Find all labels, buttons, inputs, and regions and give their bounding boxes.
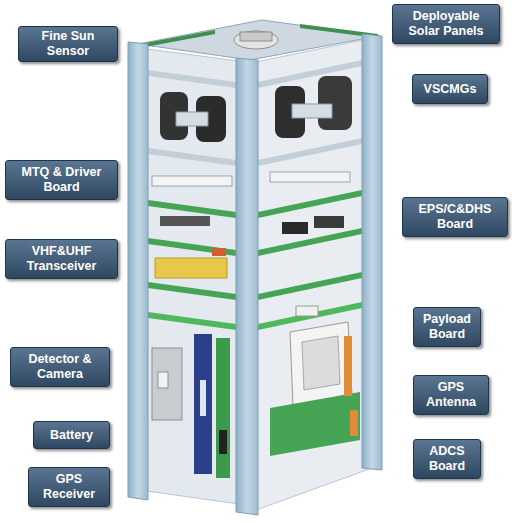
gps-antenna-patch bbox=[302, 336, 340, 390]
callout-box: Detector & Camera bbox=[10, 347, 110, 387]
battery bbox=[194, 334, 212, 474]
sun-sensor bbox=[240, 32, 272, 41]
gps-antenna bbox=[290, 322, 352, 406]
pcb bbox=[148, 238, 236, 256]
callout-label: GPS Receiver bbox=[35, 472, 103, 502]
callout-label: VSCMGs bbox=[424, 82, 477, 97]
tray bbox=[148, 70, 236, 88]
callout-label: EPS/C&DHS Board bbox=[409, 202, 501, 232]
callout-label: GPS Antenna bbox=[420, 380, 482, 410]
pcb bbox=[148, 282, 236, 300]
callout-label: Payload Board bbox=[420, 312, 474, 342]
callout-box: GPS Antenna bbox=[413, 375, 489, 415]
gps-receiver-chip bbox=[219, 430, 227, 454]
detector-camera bbox=[152, 348, 182, 420]
eps-chip bbox=[314, 216, 344, 228]
sun-sensor bbox=[234, 31, 278, 49]
mtq-board bbox=[152, 176, 232, 186]
callout-label: MTQ & Driver Board bbox=[12, 165, 111, 195]
vscmg-wheel bbox=[318, 76, 352, 130]
eps-chip bbox=[282, 222, 308, 234]
callout-box: Fine Sun Sensor bbox=[18, 26, 118, 62]
pcb bbox=[148, 312, 236, 330]
detector-camera bbox=[158, 372, 168, 388]
gimbal-bracket bbox=[176, 112, 208, 126]
rails bbox=[128, 34, 382, 515]
battery-stripe bbox=[200, 380, 206, 416]
tray bbox=[258, 138, 362, 166]
callout-box: Battery bbox=[33, 421, 110, 449]
callout-box: VSCMGs bbox=[412, 74, 488, 104]
callout-box: Deployable Solar Panels bbox=[392, 4, 500, 44]
callout-box: MTQ & Driver Board bbox=[5, 160, 118, 200]
payload-connector bbox=[296, 306, 318, 316]
callout-box: GPS Receiver bbox=[28, 467, 110, 507]
callout-box: EPS/C&DHS Board bbox=[402, 197, 508, 237]
gps-receiver bbox=[216, 338, 230, 478]
adcs-connector bbox=[350, 410, 358, 436]
pcb bbox=[258, 190, 362, 218]
frame-rail bbox=[236, 58, 258, 515]
callout-label: Fine Sun Sensor bbox=[25, 29, 111, 59]
callout-box: VHF&UHF Transceiver bbox=[5, 239, 118, 279]
top-face bbox=[138, 20, 378, 60]
solar-panel-edge bbox=[140, 30, 215, 48]
transceiver bbox=[155, 258, 227, 278]
frame-rail bbox=[128, 42, 148, 500]
adcs-board bbox=[270, 392, 360, 456]
pcb bbox=[258, 272, 362, 300]
callout-label: ADCS Board bbox=[420, 444, 474, 474]
left-face bbox=[140, 48, 246, 505]
callout-label: Detector & Camera bbox=[17, 352, 103, 382]
pcb bbox=[258, 228, 362, 256]
right-face bbox=[256, 38, 372, 510]
adcs-connector bbox=[344, 336, 352, 396]
pcb bbox=[148, 200, 236, 218]
eps-connector bbox=[160, 216, 210, 226]
tray bbox=[148, 148, 236, 166]
callout-label: Deployable Solar Panels bbox=[399, 9, 493, 39]
callout-box: Payload Board bbox=[413, 307, 481, 347]
callout-label: Battery bbox=[50, 428, 93, 443]
mtq-coil bbox=[270, 172, 350, 182]
callout-box: ADCS Board bbox=[413, 439, 481, 479]
callout-label: VHF&UHF Transceiver bbox=[12, 244, 111, 274]
frame-rail bbox=[362, 34, 382, 470]
gimbal-bracket bbox=[292, 104, 332, 118]
transceiver-connector bbox=[212, 248, 226, 256]
